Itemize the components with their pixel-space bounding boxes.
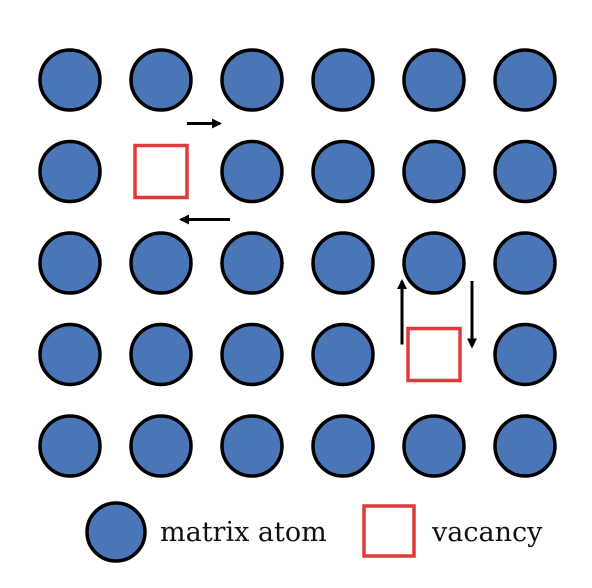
matrix-atom (402, 139, 466, 204)
matrix-atom (402, 414, 466, 478)
matrix-atom (129, 231, 193, 295)
legend-vacancy-label: vacancy (431, 517, 543, 548)
legend-vacancy-icon (362, 504, 416, 558)
matrix-atom (220, 322, 284, 387)
legend-atom-label: matrix atom (160, 517, 327, 548)
matrix-atom (38, 322, 102, 387)
matrix-atom (402, 48, 466, 112)
matrix-atom (311, 322, 375, 387)
matrix-atom (38, 231, 102, 295)
matrix-atom (38, 48, 102, 112)
hop-arrows (179, 118, 477, 349)
legend: matrix atom vacancy (85, 501, 543, 563)
matrix-atom (493, 322, 557, 387)
matrix-atom (220, 231, 284, 295)
matrix-atom (493, 414, 557, 478)
matrix-atom (129, 322, 193, 387)
vacancy-site (133, 143, 189, 200)
matrix-atom (311, 139, 375, 204)
legend-atom-icon (85, 501, 147, 563)
matrix-atom (311, 414, 375, 478)
matrix-atom (129, 414, 193, 478)
matrix-atom (311, 231, 375, 295)
matrix-atom (129, 48, 193, 112)
atom-lattice (38, 48, 557, 478)
matrix-atom (38, 139, 102, 204)
matrix-atom (220, 48, 284, 112)
matrix-atom (311, 48, 375, 112)
vacancy-site (406, 326, 462, 383)
matrix-atom (493, 139, 557, 204)
matrix-atom (220, 139, 284, 204)
matrix-atom (493, 231, 557, 295)
matrix-atom (402, 231, 466, 295)
matrix-atom (38, 414, 102, 478)
matrix-atom (220, 414, 284, 478)
matrix-atom (493, 48, 557, 112)
